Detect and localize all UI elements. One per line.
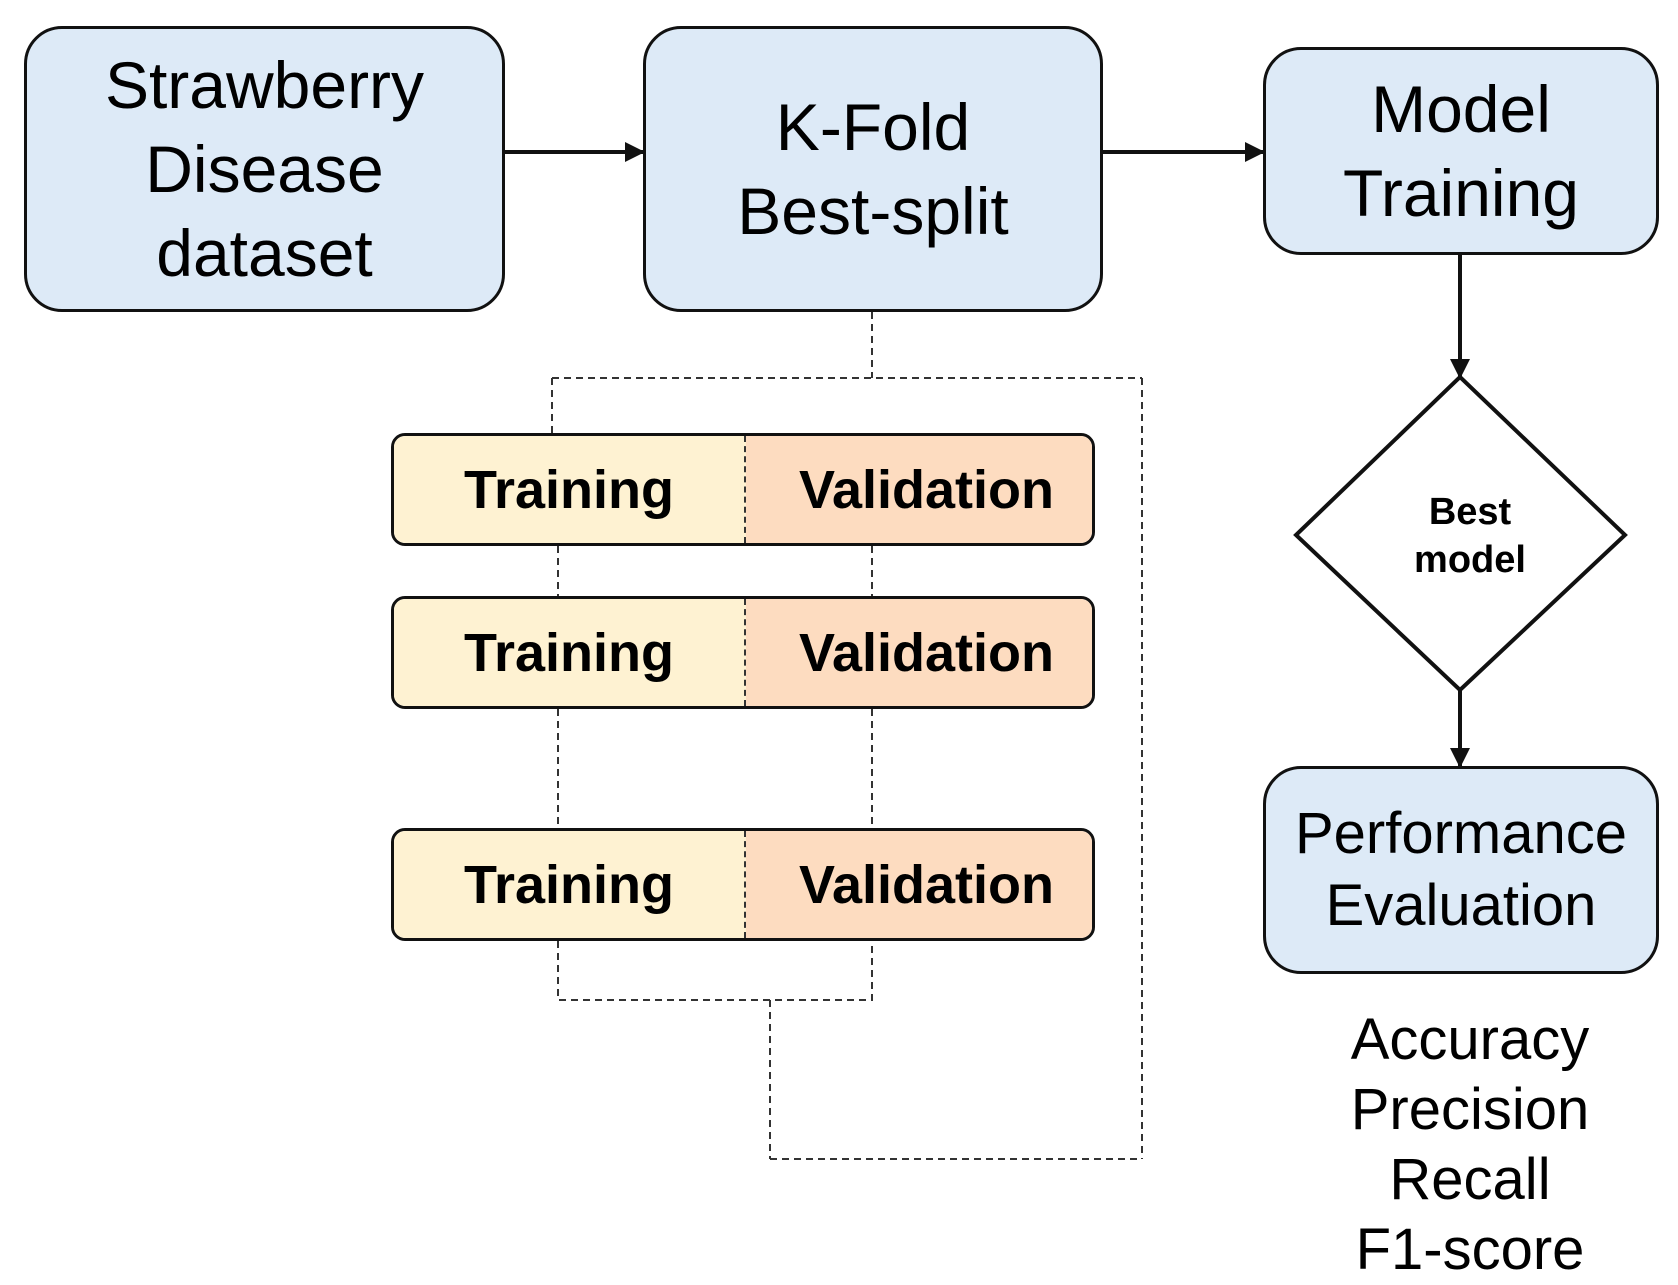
decision-diamond (1293, 374, 1628, 693)
performance-evaluation-box-line: Performance (1294, 801, 1628, 866)
kfold-box: K-Fold Best-split (643, 26, 1103, 312)
fold-validation-segment: Validation (746, 831, 1092, 938)
model-training-box: Model Training (1263, 47, 1659, 255)
kfold-box-line: Best-split (737, 174, 1009, 248)
performance-evaluation-box-line: Evaluation (1325, 873, 1597, 938)
decision-label-line: Best (1428, 491, 1512, 533)
fold-row: Training Validation (391, 828, 1095, 941)
decision-label: Best model (1310, 488, 1630, 584)
fold-dashed-lines (551, 312, 1143, 1160)
fold-training-segment: Training (394, 831, 746, 938)
model-training-box-line: Model (1371, 72, 1551, 146)
metrics-list: Accuracy Precision Recall F1-score (1260, 1005, 1678, 1285)
decision-label-line: model (1414, 539, 1526, 581)
fold-row: Training Validation (391, 433, 1095, 546)
dataset-box: Strawberry Disease dataset (24, 26, 505, 312)
dataset-box-line: Strawberry (104, 48, 425, 122)
dataset-box-line: Disease (145, 132, 384, 206)
metric-precision: Precision (1350, 1077, 1590, 1142)
fold-validation-segment: Validation (746, 599, 1092, 706)
performance-evaluation-box: Performance Evaluation (1263, 766, 1659, 974)
metric-accuracy: Accuracy (1350, 1007, 1590, 1072)
fold-row: Training Validation (391, 596, 1095, 709)
model-training-box-line: Training (1343, 156, 1579, 230)
metric-recall: Recall (1389, 1147, 1551, 1212)
dataset-box-line: dataset (156, 216, 373, 290)
fold-validation-segment: Validation (746, 436, 1092, 543)
fold-training-segment: Training (394, 436, 746, 543)
fold-training-segment: Training (394, 599, 746, 706)
kfold-box-line: K-Fold (775, 90, 971, 164)
metric-f1-score: F1-score (1355, 1217, 1585, 1282)
